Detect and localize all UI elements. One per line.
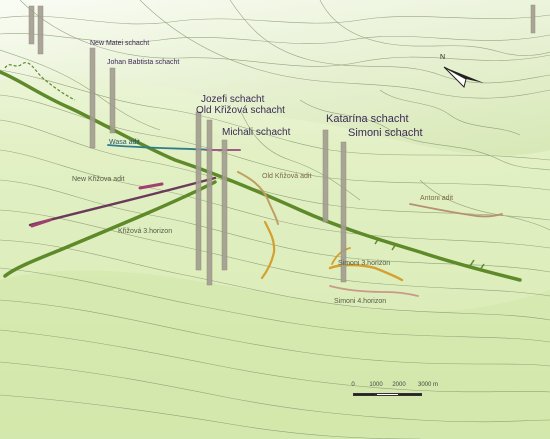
- shaft-katarina: [322, 129, 329, 223]
- terrain-highlight: [0, 0, 550, 156]
- shaft-old-krizova: [206, 119, 213, 286]
- contour-line: [0, 69, 550, 161]
- contour-line: [0, 14, 550, 25]
- contour-line: [19, 0, 550, 67]
- contour-line: [0, 329, 550, 393]
- new-matei-schacht-label: New Matei schacht: [90, 40, 150, 47]
- simoni-schacht-label: Simoni schacht: [348, 127, 423, 139]
- scale-segment: [376, 393, 399, 396]
- contour-line: [0, 94, 550, 191]
- scale-segment: [353, 393, 376, 396]
- contour-line: [0, 209, 550, 297]
- adit-junction-segment: [138, 182, 164, 190]
- shaft-jozefi: [195, 111, 202, 271]
- contour-line: [0, 239, 550, 321]
- simoni-4-horizon-label: Simoni 4.horizon: [334, 298, 387, 305]
- north-arrow-icon: [443, 66, 484, 88]
- simoni-3-horizon-stub: [331, 247, 351, 265]
- main-horizon-tunnel: [0, 62, 522, 282]
- krizova-3-horizon-label: Křižová 3.horizon: [118, 228, 173, 235]
- contour-line: [0, 394, 421, 439]
- krizova-3-horizon-line: [0, 70, 522, 282]
- contour-line: [0, 299, 550, 367]
- contour-line: [299, 99, 550, 171]
- scale-segment: [399, 393, 422, 396]
- new-krizova-adit-label: New Křižova adit: [72, 176, 125, 183]
- contour-line: [229, 0, 550, 84]
- upper-surface-track: [4, 62, 76, 101]
- antoni-adit-line: [409, 203, 503, 218]
- shaft-simoni: [340, 141, 347, 283]
- north-letter: N: [440, 54, 446, 61]
- krizova-3-horizon-branch: [3, 180, 217, 278]
- old-krizova-schacht-label: Old Křižová schacht: [196, 105, 285, 116]
- michali-schacht-label: Michali schacht: [222, 127, 291, 138]
- contour-line: [0, 267, 550, 343]
- simoni-3-horizon-label: Simoni 3.horizon: [338, 260, 391, 267]
- horizon-tick: [374, 237, 485, 271]
- contour-line: [139, 0, 550, 99]
- contour-line: [0, 33, 550, 44]
- scale-tick-label: 2000: [392, 382, 406, 388]
- old-krizova-connector: [260, 220, 276, 280]
- contour-line: [319, 0, 550, 56]
- shafts: [28, 4, 536, 286]
- scale-tick-label: 3000 m: [417, 382, 439, 388]
- contour-line: [379, 89, 521, 136]
- shaft-new-matei: [89, 47, 96, 149]
- scale-tick-label: 1000: [369, 382, 383, 388]
- antoni-adit-label: Antoni adit: [420, 195, 454, 202]
- wasa-adit-label: Wasa adit: [109, 139, 140, 146]
- simoni-4-horizon-line: [329, 285, 419, 297]
- shaft-right-edge: [530, 4, 536, 34]
- contour-line: [0, 149, 550, 249]
- katarina-schacht-label: Katarína schacht: [326, 113, 409, 125]
- jozefi-schacht-label: Jozefi schacht: [201, 94, 265, 105]
- old-krizova-adit-line: [237, 171, 279, 225]
- shaft-michali: [221, 139, 228, 271]
- scale-tick-label: 0: [351, 382, 355, 388]
- old-krizova-adit-label: Old Křižová adit: [262, 173, 312, 180]
- north-arrow: N: [440, 54, 486, 91]
- johan-babtista-schacht-label: Johan Babtista schacht: [107, 59, 180, 66]
- new-krizova-adit-spur: [30, 218, 52, 228]
- terrain-valley-shade: [0, 270, 550, 439]
- contour-line: [0, 361, 550, 423]
- shaft-far-left-2: [37, 5, 44, 55]
- shaft-johan-babtista: [109, 67, 116, 134]
- shaft-far-left-1: [28, 5, 35, 45]
- scale-bar: 0 1000 2000 3000 m: [350, 380, 470, 402]
